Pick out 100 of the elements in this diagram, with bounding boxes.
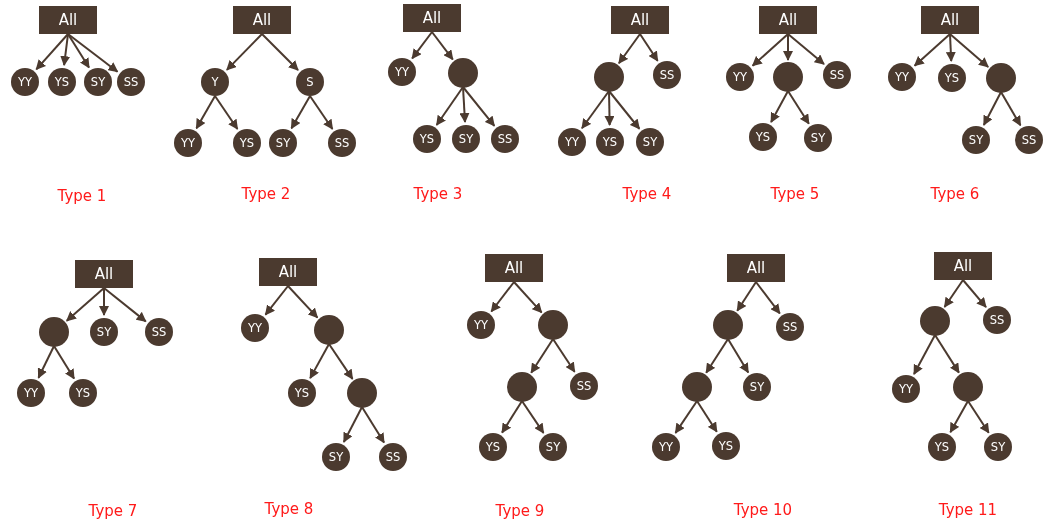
- leaf-circle: YS: [712, 432, 740, 460]
- leaf-circle: SY: [962, 126, 990, 154]
- arrow: [943, 279, 964, 308]
- arrow: [35, 33, 69, 71]
- arrow: [67, 33, 90, 69]
- circle-node: [986, 63, 1016, 93]
- arrow: [361, 406, 386, 444]
- type-label: Type 8: [264, 500, 314, 518]
- arrow: [783, 33, 793, 61]
- arrow: [431, 31, 454, 61]
- arrow: [225, 33, 263, 71]
- leaf-circle: SY: [636, 128, 664, 156]
- leaf-circle: YY: [17, 379, 45, 407]
- circle-node: [594, 62, 624, 92]
- leaf-circle: SS: [776, 313, 804, 341]
- arrow: [411, 31, 433, 60]
- arrow: [459, 86, 470, 124]
- type-label: Type 3: [413, 185, 463, 203]
- circle-node: [538, 310, 568, 340]
- arrow: [770, 90, 789, 124]
- leaf-circle: YY: [888, 63, 916, 91]
- leaf-circle: SY: [322, 443, 350, 471]
- arrow: [913, 334, 936, 375]
- leaf-circle: Y: [201, 68, 229, 96]
- type-label: Type 7: [88, 502, 138, 520]
- arrow: [755, 281, 781, 315]
- arrow: [736, 281, 757, 312]
- leaf-circle: YS: [938, 64, 966, 92]
- root-box: All: [259, 258, 317, 286]
- leaf-circle: YS: [288, 379, 316, 407]
- arrow: [290, 95, 311, 130]
- arrow: [53, 345, 76, 380]
- leaf-circle: YS: [928, 433, 956, 461]
- type-label: Type 2: [241, 185, 291, 203]
- leaf-circle: SS: [117, 68, 145, 96]
- arrow: [617, 33, 641, 65]
- arrow: [67, 33, 119, 73]
- arrow: [490, 281, 515, 313]
- arrow: [435, 86, 464, 126]
- arrow: [787, 90, 810, 125]
- circle-node: [773, 62, 803, 92]
- arrow: [913, 33, 951, 67]
- arrow: [581, 90, 610, 130]
- type-label: Type 6: [930, 185, 980, 203]
- arrow: [608, 90, 641, 130]
- arrow: [65, 287, 105, 322]
- leaf-circle: YY: [241, 314, 269, 342]
- arrow: [727, 338, 750, 374]
- leaf-circle: SS: [328, 129, 356, 157]
- root-box: All: [39, 6, 97, 34]
- leaf-circle: SS: [491, 125, 519, 153]
- leaf-circle: SS: [983, 306, 1011, 334]
- leaf-circle: YY: [652, 433, 680, 461]
- arrow: [705, 338, 729, 374]
- leaf-circle: YS: [479, 433, 507, 461]
- arrow: [530, 338, 554, 374]
- arrow: [462, 86, 496, 127]
- circle-node: [347, 378, 377, 408]
- leaf-circle: SS: [570, 372, 598, 400]
- leaf-circle: YY: [726, 63, 754, 91]
- arrow: [1000, 91, 1022, 127]
- arrow: [264, 285, 289, 316]
- root-box: All: [759, 6, 817, 34]
- leaf-circle: SY: [539, 433, 567, 461]
- type-label: Type 1: [57, 187, 107, 205]
- leaf-circle: YS: [233, 129, 261, 157]
- arrow: [962, 279, 987, 309]
- arrow: [604, 90, 615, 126]
- leaf-circle: SY: [90, 318, 118, 346]
- leaf-circle: YY: [467, 311, 495, 339]
- circle-node: [920, 306, 950, 336]
- arrow: [513, 281, 543, 314]
- root-box: All: [233, 6, 291, 34]
- arrow: [287, 285, 319, 319]
- type-label: Type 11: [938, 501, 998, 519]
- circle-node: [682, 372, 712, 402]
- type-label: Type 5: [770, 185, 820, 203]
- circle-node: [448, 58, 478, 88]
- leaf-circle: SS: [653, 61, 681, 89]
- circle-node: [39, 317, 69, 347]
- leaf-circle: YY: [892, 375, 920, 403]
- leaf-circle: YY: [174, 129, 202, 157]
- arrow: [967, 400, 990, 434]
- arrow: [309, 343, 330, 380]
- root-box: All: [921, 6, 979, 34]
- leaf-circle: SS: [379, 443, 407, 471]
- leaf-circle: YS: [48, 68, 76, 96]
- leaf-circle: YS: [749, 123, 777, 151]
- leaf-circle: YY: [11, 68, 39, 96]
- leaf-circle: SY: [743, 373, 771, 401]
- leaf-circle: S: [296, 68, 324, 96]
- arrow: [696, 400, 718, 433]
- leaf-circle: SY: [269, 129, 297, 157]
- arrow: [103, 287, 147, 323]
- arrow: [674, 400, 698, 434]
- arrow: [552, 338, 576, 373]
- arrow: [342, 406, 363, 443]
- leaf-circle: YS: [69, 379, 97, 407]
- circle-node: [713, 310, 743, 340]
- leaf-circle: YY: [558, 128, 586, 156]
